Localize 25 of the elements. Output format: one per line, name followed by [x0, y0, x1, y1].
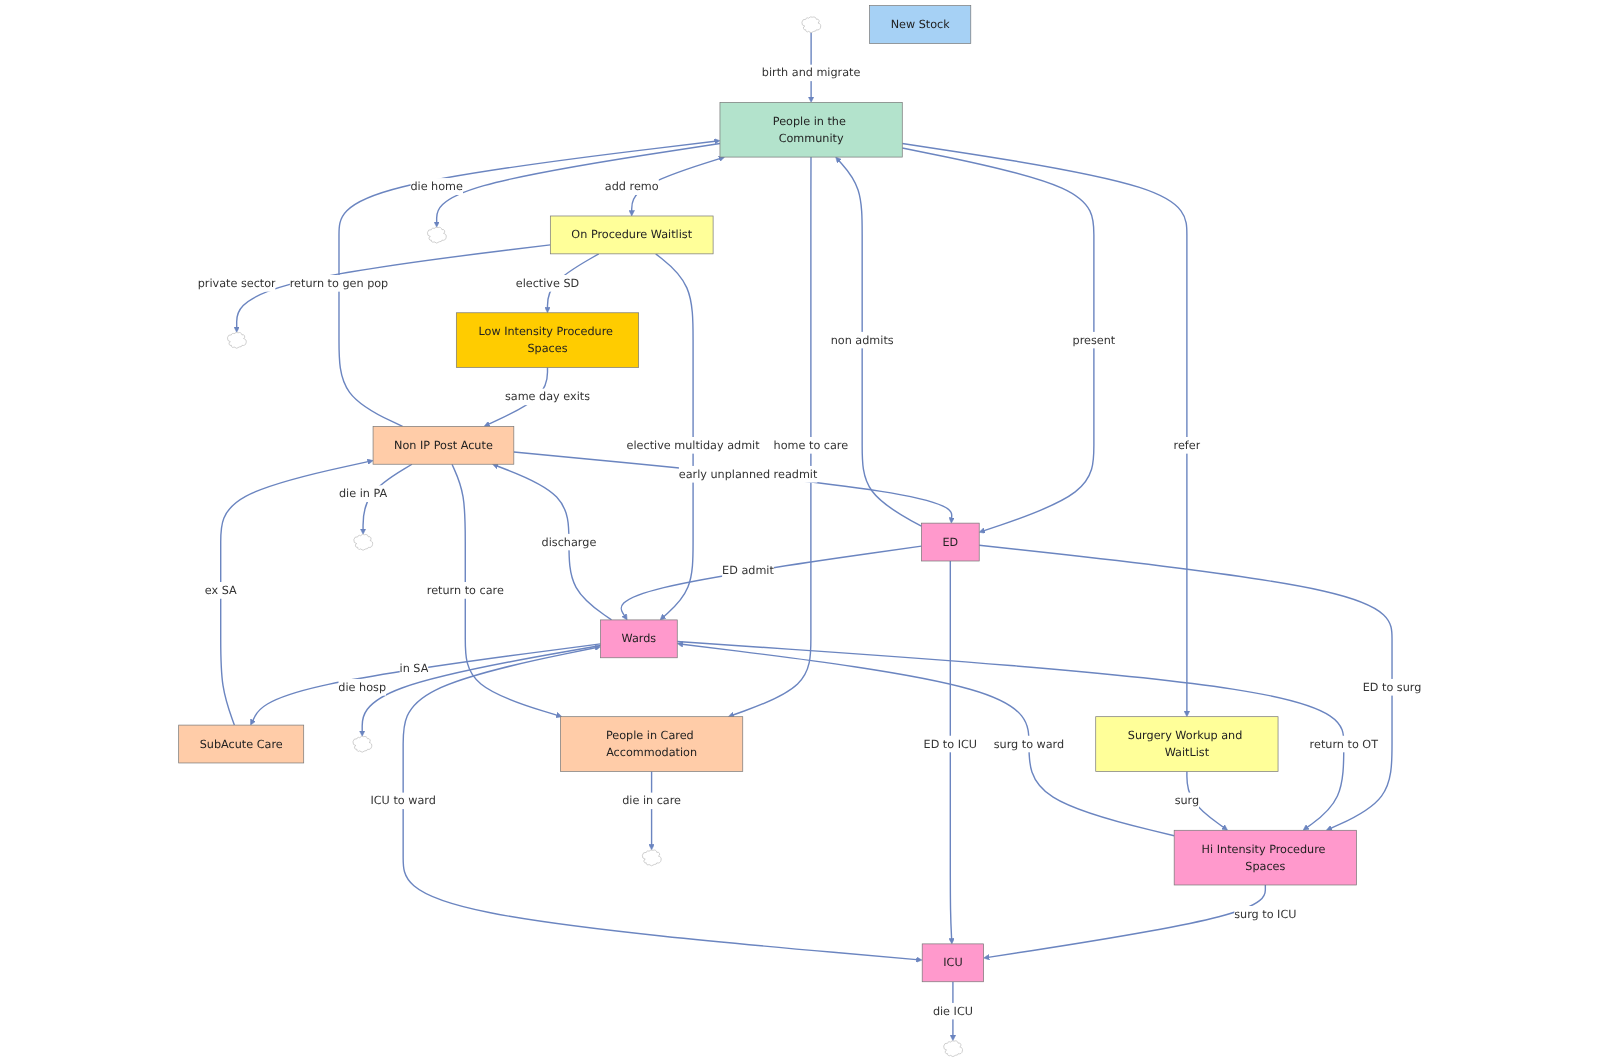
arrow [949, 981, 956, 1041]
arrow [901, 142, 1190, 717]
arrow [451, 463, 563, 718]
node-cloud [227, 332, 247, 349]
arrow [901, 147, 1095, 534]
arrow [513, 451, 955, 524]
node-cloud [352, 736, 373, 753]
arrow [359, 644, 602, 737]
arrow [620, 545, 923, 621]
arrow [220, 458, 374, 726]
node-cloud [642, 849, 662, 866]
arrow [728, 156, 812, 718]
arrow [250, 643, 602, 726]
arrow [433, 142, 721, 228]
node-cloud [801, 16, 821, 33]
arrow [655, 253, 694, 621]
arrow [492, 463, 613, 621]
arrow [677, 641, 1175, 837]
arrow [835, 156, 923, 527]
arrow [983, 884, 1267, 961]
arrow [402, 644, 923, 963]
node-cloud [353, 534, 373, 551]
node-cloud [943, 1040, 963, 1057]
node-cloud [427, 226, 447, 244]
arrow [948, 560, 955, 945]
